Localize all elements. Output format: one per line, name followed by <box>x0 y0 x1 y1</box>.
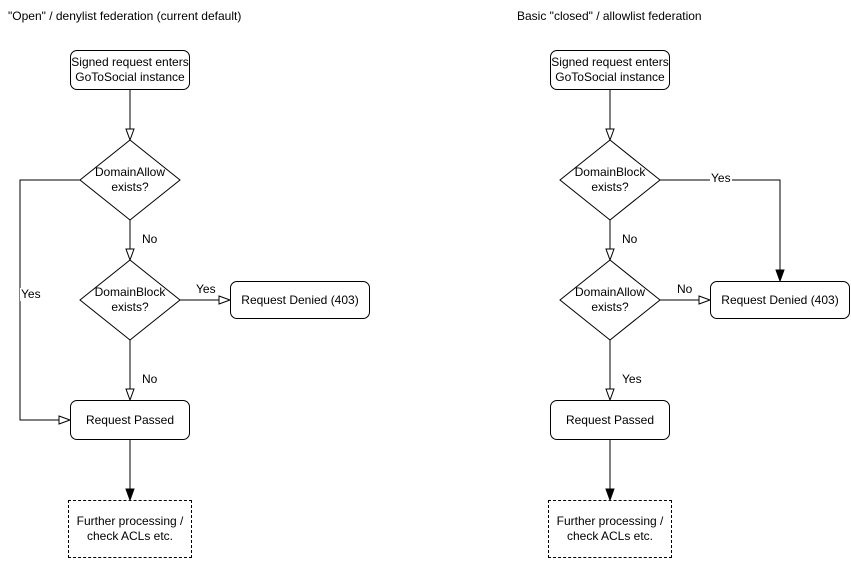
right-decision1-diamond-shape <box>559 139 661 221</box>
right-passed-node: Request Passed <box>550 400 670 440</box>
left-start-node: Signed request enters GoToSocial instanc… <box>70 50 190 90</box>
right-decision2-diamond-shape <box>559 259 661 341</box>
left-decision2-no-label: No <box>141 372 159 386</box>
right-decision2-yes-label: Yes <box>621 372 643 386</box>
right-chart-title: Basic "closed" / allowlist federation <box>517 9 702 23</box>
left-denied-node: Request Denied (403) <box>230 281 370 319</box>
edge-right-decision1-yes-to-denied <box>660 179 785 283</box>
left-decision1-diamond-shape <box>79 139 181 221</box>
left-decision2-diamond-shape <box>79 259 181 341</box>
left-decision1-yes-label: Yes <box>20 287 42 301</box>
right-denied-node: Request Denied (403) <box>710 281 850 319</box>
right-further-node: Further processing / check ACLs etc. <box>548 500 672 558</box>
left-passed-node: Request Passed <box>70 400 190 440</box>
right-decision1-node: DomainBlock exists? <box>574 165 646 194</box>
right-decision2-no-label: No <box>676 282 694 296</box>
left-decision2-node: DomainBlock exists? <box>94 285 166 314</box>
left-decision2-yes-label: Yes <box>195 282 217 296</box>
left-chart-title: "Open" / denylist federation (current de… <box>8 9 242 23</box>
right-decision1-no-label: No <box>621 232 639 246</box>
right-decision2-node: DomainAllow exists? <box>574 285 646 314</box>
right-decision1-yes-label: Yes <box>710 171 732 185</box>
left-further-node: Further processing / check ACLs etc. <box>68 500 192 558</box>
right-start-node: Signed request enters GoToSocial instanc… <box>550 50 670 90</box>
left-decision1-no-label: No <box>141 232 159 246</box>
left-decision1-node: DomainAllow exists? <box>94 165 166 194</box>
